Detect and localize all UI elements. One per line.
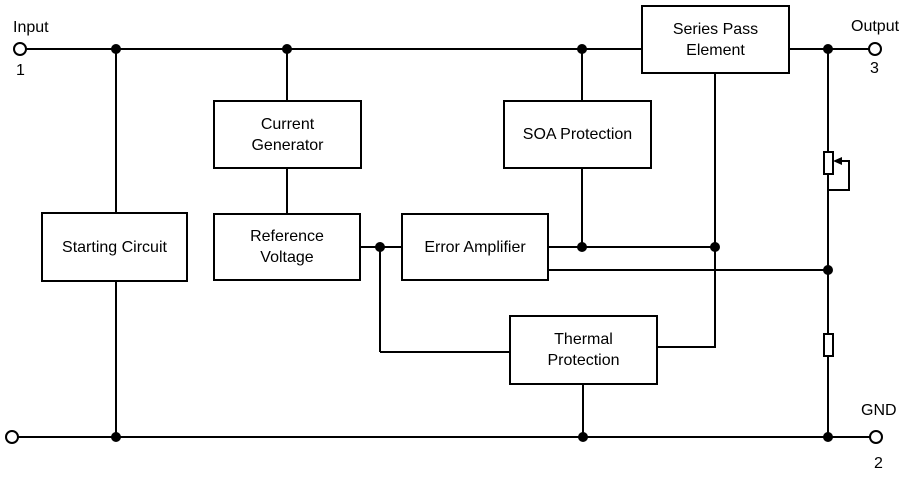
block-label: Starting Circuit — [62, 238, 167, 256]
wire-starting-circuit-top — [115, 49, 117, 213]
wire-top-rail-left — [25, 48, 641, 50]
wire-current-generator-to-reference — [286, 168, 288, 214]
junction-dot — [823, 265, 833, 275]
block-label: SOA Protection — [522, 126, 633, 143]
wire-error-amp-feedback — [549, 269, 828, 271]
wire-output-to-pot — [827, 49, 829, 152]
wire-starting-circuit-bottom — [115, 281, 117, 437]
junction-dot — [282, 44, 292, 54]
wire-thermal-protection-bottom — [582, 384, 584, 437]
output-pin-number: 3 — [870, 60, 879, 77]
block-label: Series Pass Element — [672, 20, 759, 59]
junction-dot — [375, 242, 385, 252]
block-label: Thermal Protection — [547, 331, 620, 369]
gnd-label: GND — [861, 402, 897, 419]
wire-soa-protection-top — [581, 49, 583, 101]
gnd-pin-number: 2 — [874, 455, 883, 472]
input-label: Input — [13, 19, 49, 36]
junction-dot — [111, 432, 121, 442]
junction-dot — [578, 432, 588, 442]
wire-pot-to-resistor — [827, 174, 829, 334]
block-starting-circuit: Starting Circuit — [41, 212, 188, 282]
junction-dot — [111, 44, 121, 54]
wire-wiper-top — [840, 160, 850, 162]
junction-dot — [577, 242, 587, 252]
block-series-pass-element: Series Pass Element — [641, 5, 790, 74]
wire-error-amp-output — [549, 246, 715, 248]
block-label: Current Generator — [251, 115, 324, 154]
wire-wiper-vertical — [848, 161, 850, 190]
wire-thermal-to-drive — [658, 346, 715, 348]
junction-dot — [823, 44, 833, 54]
gnd-terminal — [869, 430, 883, 444]
fixed-resistor — [823, 333, 834, 357]
output-terminal — [868, 42, 882, 56]
wiper-arrow-icon — [833, 157, 842, 165]
input-pin-number: 1 — [16, 62, 25, 79]
bottom-left-terminal — [5, 430, 19, 444]
block-reference-voltage: Reference Voltage — [213, 213, 361, 281]
wire-wiper-bottom — [828, 189, 850, 191]
wire-series-pass-drive — [714, 74, 716, 348]
wire-current-generator-top — [286, 49, 288, 101]
block-error-amplifier: Error Amplifier — [401, 213, 549, 281]
block-label: Error Amplifier — [424, 238, 526, 256]
output-label: Output — [851, 18, 900, 35]
block-current-generator: Current Generator — [213, 100, 362, 169]
junction-dot — [710, 242, 720, 252]
wire-bottom-gnd-rail — [17, 436, 870, 438]
wire-resistor-to-gnd — [827, 357, 829, 437]
junction-dot — [577, 44, 587, 54]
junction-dot — [823, 432, 833, 442]
wire-soa-protection-bottom — [581, 168, 583, 248]
input-terminal — [13, 42, 27, 56]
block-label: Reference Voltage — [250, 228, 324, 266]
block-soa-protection: SOA Protection — [503, 100, 652, 169]
block-thermal-protection: Thermal Protection — [509, 315, 658, 385]
wire-to-thermal-left — [380, 351, 509, 353]
wire-reference-junction-down — [379, 247, 381, 352]
